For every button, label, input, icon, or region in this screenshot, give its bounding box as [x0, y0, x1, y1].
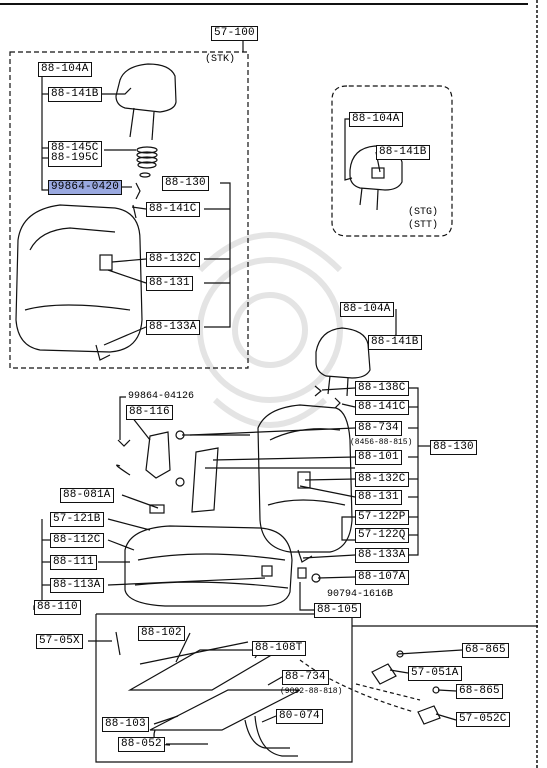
label-88-131-main: 88-131	[355, 490, 402, 505]
note-stk: (STK)	[205, 54, 236, 65]
label-88-131-stk: 88-131	[146, 276, 193, 291]
label-80-074: 80-074	[276, 709, 323, 724]
note-9092-88-818: (9092-88-818)	[280, 687, 343, 696]
label-88-052: 88-052	[118, 737, 165, 752]
note-stt: (STT)	[408, 220, 439, 231]
label-88-133a-stk: 88-133A	[146, 320, 200, 335]
label-88-195c: 88-195C	[48, 152, 102, 167]
label-88-116: 88-116	[126, 405, 173, 420]
label-57-121b: 57-121B	[50, 512, 104, 527]
label-57-122q: 57-122Q	[355, 528, 409, 543]
label-88-133a-main: 88-133A	[355, 548, 409, 563]
label-88-132c-stk: 88-132C	[146, 252, 200, 267]
label-88-130-main: 88-130	[430, 440, 477, 455]
label-88-734-rail: 88-734	[282, 670, 329, 685]
label-88-101: 88-101	[355, 450, 402, 465]
label-88-108t: 88-108T	[252, 641, 306, 656]
note-stg: (STG)	[408, 207, 439, 218]
label-88-141c-stk: 88-141C	[146, 202, 200, 217]
label-88-138c: 88-138C	[355, 381, 409, 396]
label-88-734-main: 88-734	[355, 421, 402, 436]
label-88-104a-stk: 88-104A	[38, 62, 92, 77]
label-57-122p: 57-122P	[355, 510, 409, 525]
label-88-104a-main: 88-104A	[340, 302, 394, 317]
label-88-110: 88-110	[34, 600, 81, 615]
label-88-113a: 88-113A	[50, 578, 104, 593]
label-99864-0420: 99864-0420	[48, 180, 123, 195]
label-88-104a-stg: 88-104A	[349, 112, 403, 127]
label-88-141b-stg: 88-141B	[376, 145, 430, 160]
label-88-103: 88-103	[102, 717, 149, 732]
label-88-112c: 88-112C	[50, 533, 104, 548]
label-88-141b-main: 88-141B	[368, 335, 422, 350]
label-88-105: 88-105	[314, 603, 361, 618]
label-88-102: 88-102	[138, 626, 185, 641]
label-88-141c-main: 88-141C	[355, 400, 409, 415]
label-57-05x: 57-05X	[36, 634, 83, 649]
note-8456-88-815: (8456-88-815)	[350, 438, 413, 447]
label-88-141b-stk: 88-141B	[48, 87, 102, 102]
note-90794-1616b: 90794-1616B	[327, 589, 394, 600]
label-68-865-top: 68-865	[462, 643, 509, 658]
label-57-052c: 57-052C	[456, 712, 510, 727]
label-88-111: 88-111	[50, 555, 97, 570]
watermark-emblem	[197, 232, 343, 428]
label-57-051a: 57-051A	[408, 666, 462, 681]
label-88-132c-main: 88-132C	[355, 472, 409, 487]
label-57-100: 57-100	[211, 26, 258, 41]
label-68-865-bottom: 68-865	[456, 684, 503, 699]
label-88-081a: 88-081A	[60, 488, 114, 503]
label-88-107a: 88-107A	[355, 570, 409, 585]
note-99864-04126: 99864-04126	[128, 391, 195, 402]
label-88-130-stk: 88-130	[162, 176, 209, 191]
